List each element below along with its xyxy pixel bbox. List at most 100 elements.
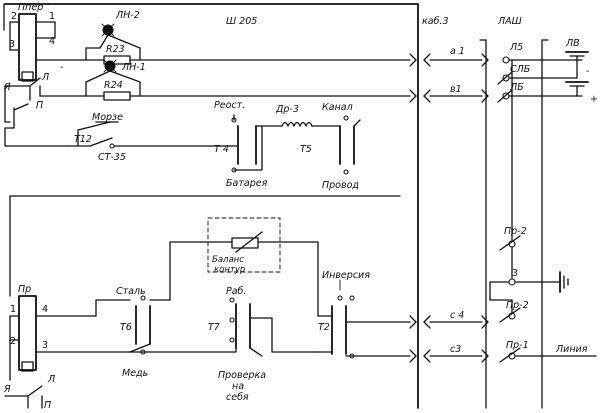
morse-key-blade [77, 121, 111, 131]
t7-contact-low [229, 337, 235, 343]
t12-label: Т12 [74, 134, 92, 145]
slb-label: СЛБ [510, 64, 531, 75]
lamp1-cross2 [101, 23, 115, 37]
inversion-label: Инверсия [322, 270, 370, 281]
lash-pr1 [481, 347, 597, 363]
t7-contact-mid [229, 317, 235, 323]
line-label: Линия [555, 344, 588, 355]
check-label-3: себя [226, 392, 249, 403]
t7-feed [129, 347, 237, 353]
switch-top-l: Л [41, 72, 49, 83]
t7-lever [249, 347, 263, 357]
t2-contact-top [337, 295, 343, 301]
lash-label: ЛАШ [497, 16, 522, 27]
connector-v1 [409, 89, 483, 103]
relay-top-base [21, 71, 34, 82]
switch-bot-ya: Я [3, 384, 11, 395]
wire-minus-mark: - [60, 62, 63, 73]
relay-bot-pin-1: 1 [10, 304, 16, 315]
line-c4-label: с 4 [450, 310, 464, 321]
pr2-top-label: Пр-2 [504, 226, 527, 237]
lash-lb [481, 89, 583, 103]
lash-l5 [481, 53, 583, 67]
lamp1-label: ЛН-2 [115, 10, 140, 21]
steel-label: Сталь [116, 286, 146, 297]
relay-top-pin-4: 4 [49, 36, 55, 47]
relay-bottom-base [21, 361, 34, 372]
pr2-low-label: Пр-2 [506, 300, 529, 311]
kontur-label: контур [214, 265, 245, 275]
relay-bottom-label: Пр [18, 284, 31, 295]
lamp1-stem-r [107, 34, 141, 49]
relay-top-label: Ппер [18, 2, 43, 13]
pr1-label: Пр-1 [506, 340, 529, 351]
morse-label: Морзе [92, 112, 123, 123]
morse-wire-down [4, 123, 69, 147]
line-v1-label: в1 [450, 84, 462, 95]
reost-label: Реост. [214, 100, 245, 111]
l5-label: Л5 [509, 42, 523, 53]
connector-c4 [409, 315, 483, 329]
wire-label: Провод [322, 180, 359, 191]
t5-label: Т5 [300, 144, 312, 155]
relay-top-pin-2: 2 [11, 11, 17, 22]
t4-battery-wire [233, 125, 283, 171]
t12-blade [89, 137, 113, 147]
lash-ground [489, 271, 569, 301]
lamp2-stem [85, 70, 141, 97]
kanal-label: Канал [322, 102, 353, 113]
t7-contact-top [229, 297, 235, 303]
t2-label: Т2 [318, 322, 330, 333]
lash-pr2-low [481, 299, 521, 329]
st35-label: СТ-35 [98, 152, 126, 163]
t6-blade [129, 343, 151, 353]
connector-a1 [409, 53, 483, 67]
balance-wire-left [169, 241, 233, 301]
relay-top-pin-1: 1 [49, 11, 55, 22]
t12-contact [109, 143, 115, 149]
t4-label: Т 4 [214, 144, 229, 155]
balance-wire-right [257, 241, 319, 317]
balance-arrow [235, 231, 263, 253]
t6-wire-top [95, 299, 131, 317]
battery-plus: + [590, 94, 598, 105]
t5-contact-bot [343, 169, 349, 175]
check-label-2: на [232, 381, 244, 392]
battery-label: Батарея [226, 178, 268, 189]
r24-label: R24 [104, 80, 123, 91]
resistor-r24 [103, 91, 131, 101]
unit-frame [47, 3, 419, 409]
relay-bot-pin-4: 4 [42, 304, 48, 315]
switch-bot-l: Л [47, 374, 55, 385]
battery-lv [559, 51, 589, 97]
relay-top-coil [18, 13, 37, 81]
switch-top-ya: Я [3, 82, 11, 93]
line-a1-label: а 1 [450, 46, 465, 57]
t7-label: Т7 [208, 322, 220, 333]
t6-label: Т6 [120, 322, 132, 333]
t7-to-t2 [249, 317, 319, 353]
dr3-label: Др-3 [275, 104, 299, 115]
lamp2-cross2 [103, 59, 117, 73]
lv-label: ЛВ [565, 38, 580, 49]
ground-3-label: 3 [512, 268, 518, 279]
r23-label: R23 [106, 44, 125, 55]
inductor-dr3 [281, 121, 313, 127]
lash-pr2-top [499, 235, 521, 279]
balance-resistor [231, 237, 259, 249]
morse-lever [13, 103, 29, 111]
connector-c3 [409, 349, 483, 363]
t2-contact-top2 [349, 295, 355, 301]
t5-lever [353, 119, 361, 127]
kab-label: каб.3 [422, 16, 448, 27]
lb-label: ЛБ [509, 82, 524, 93]
switch-top-p: П [36, 100, 43, 111]
unit-title: Ш 205 [226, 16, 257, 27]
rab-label: Раб. [226, 286, 246, 297]
lamp1-stem [99, 34, 109, 49]
lamp2-label: ЛН-1 [121, 62, 146, 73]
t5-contact-top [343, 115, 349, 121]
battery-minus: - [586, 66, 589, 77]
mid-bus-wire [9, 195, 401, 297]
